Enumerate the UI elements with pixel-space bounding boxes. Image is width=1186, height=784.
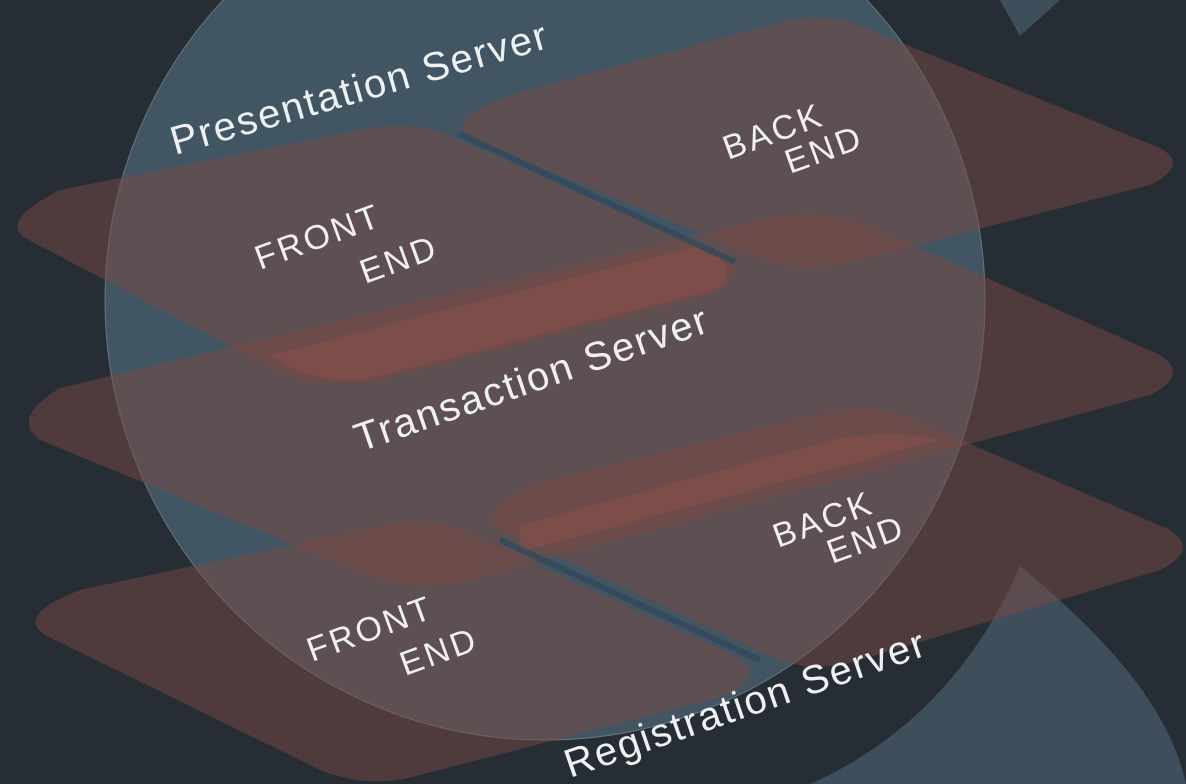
panel-top-back-end: [461, 17, 1173, 268]
lower-crescent-arc: [810, 566, 1186, 784]
overlap-top: [270, 245, 727, 380]
panel-bottom-front-end: [35, 521, 750, 782]
panel-transaction-server: [28, 214, 1173, 586]
panel-overlap-highlights: [270, 245, 940, 552]
upper-crescent-arc: [1000, 0, 1060, 36]
panel-bottom-back-end: [491, 408, 1183, 667]
server-panels: [17, 17, 1183, 782]
separator-bottom: [498, 537, 762, 663]
separator-top: [458, 131, 737, 265]
overlap-bottom: [520, 434, 940, 552]
